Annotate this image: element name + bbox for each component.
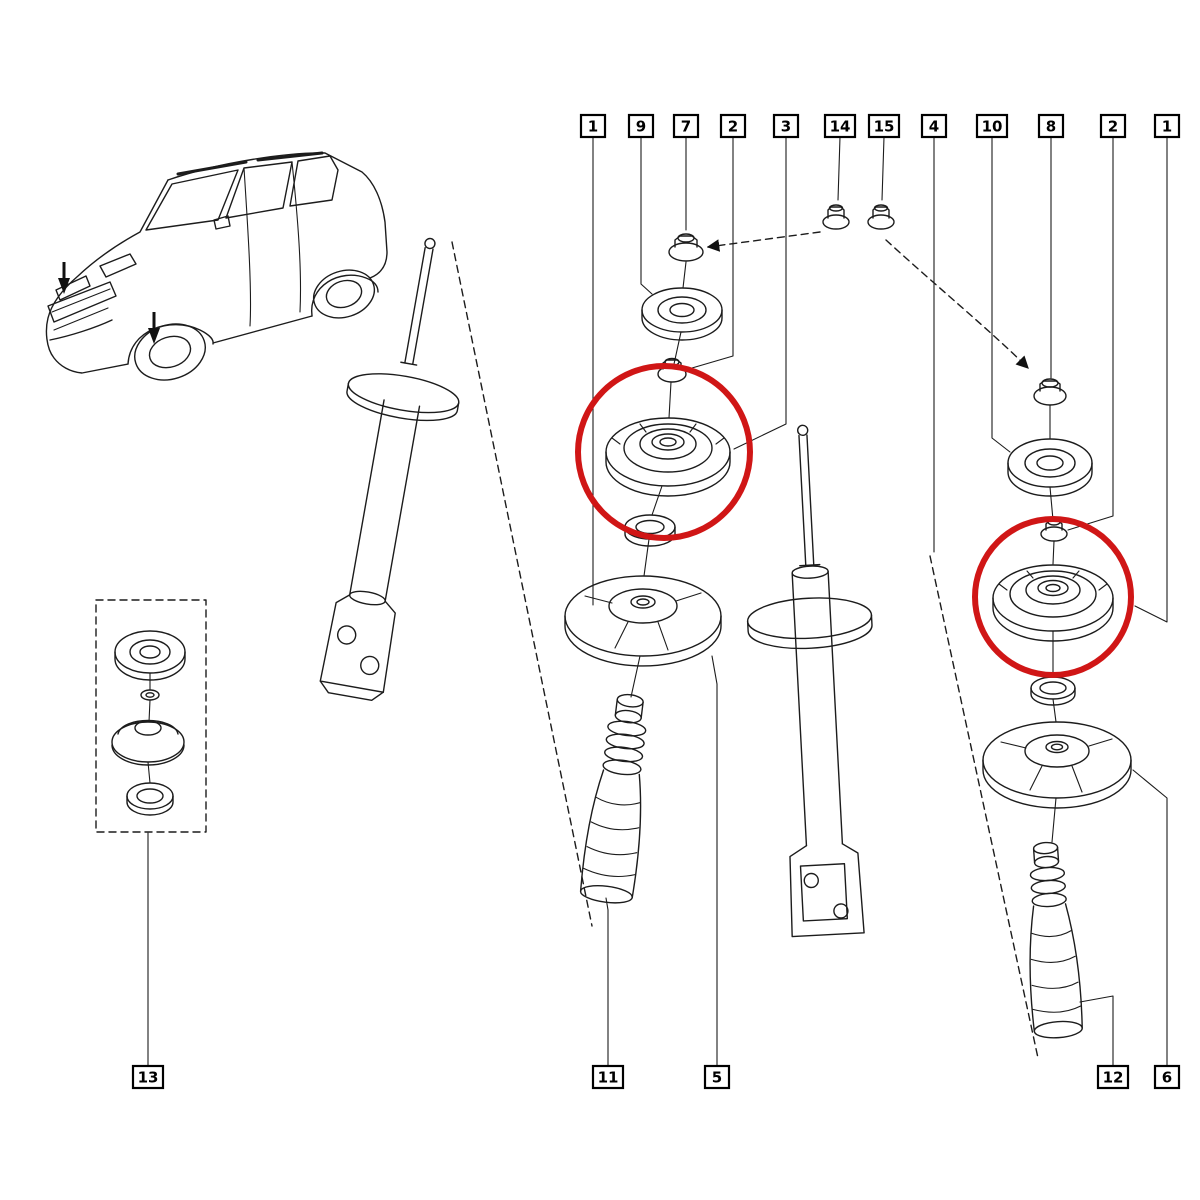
headlight-left	[55, 275, 91, 301]
svg-text:6: 6	[1162, 1069, 1172, 1087]
callout-12: 12	[1096, 1064, 1130, 1090]
strut-mount-left	[605, 417, 731, 497]
svg-text:5: 5	[712, 1069, 722, 1087]
car-illustration	[45, 151, 388, 381]
strut-nut-top-left	[668, 233, 704, 262]
svg-text:7: 7	[681, 118, 691, 136]
bearing-kit-box	[95, 599, 207, 833]
spring-seat-right	[982, 721, 1132, 809]
svg-text:8: 8	[1046, 118, 1056, 136]
bump-stop-boot-left	[579, 693, 647, 904]
callout-4: 4	[920, 113, 948, 139]
strut-nut-top-right	[1033, 378, 1067, 406]
svg-text:11: 11	[598, 1069, 619, 1087]
roof-rail-front	[176, 160, 248, 176]
callout-9: 9	[627, 113, 655, 139]
leader-lines	[147, 136, 1168, 1067]
callout-8: 8	[1037, 113, 1065, 139]
grille	[47, 281, 117, 341]
highlight-circle-left	[575, 363, 753, 541]
dashed-arrow-to-nut-7	[706, 231, 821, 252]
callout-13: 13	[131, 1064, 165, 1090]
callout-layer: 1 9 7 2 3 14 15 4 10 8 2 1 13 11 5 12 6	[131, 113, 1181, 1090]
dashed-arrow-to-nut-8	[885, 239, 1029, 369]
side-mirror	[213, 215, 231, 230]
callout-3: 3	[772, 113, 800, 139]
svg-text:1: 1	[1162, 118, 1172, 136]
nut-14	[822, 204, 850, 230]
kit-mount	[111, 719, 185, 766]
strut-location-arrow-right	[148, 312, 160, 344]
callout-6: 6	[1153, 1064, 1181, 1090]
svg-text:4: 4	[929, 118, 939, 136]
callout-10: 10	[975, 113, 1009, 139]
bearing-washer-left	[641, 287, 723, 341]
svg-text:2: 2	[728, 118, 738, 136]
callout-1: 1	[1153, 113, 1181, 139]
svg-text:9: 9	[636, 118, 646, 136]
callout-15: 15	[867, 113, 901, 139]
spring-seat-left	[564, 575, 722, 667]
svg-text:1: 1	[588, 118, 598, 136]
strut-location-arrow-left	[58, 262, 70, 294]
roof-rail-rear	[256, 151, 324, 162]
callout-7: 7	[672, 113, 700, 139]
windshield	[145, 169, 239, 231]
svg-text:13: 13	[138, 1069, 159, 1087]
svg-text:12: 12	[1103, 1069, 1124, 1087]
callout-11: 11	[591, 1064, 625, 1090]
callout-2: 2	[719, 113, 747, 139]
kit-ring-large	[126, 782, 174, 816]
callout-1: 1	[579, 113, 607, 139]
bump-stop-boot-right	[1029, 841, 1083, 1039]
callout-2: 2	[1099, 113, 1127, 139]
front-wheel	[134, 323, 206, 381]
svg-text:10: 10	[982, 118, 1003, 136]
svg-text:15: 15	[874, 118, 895, 136]
svg-text:3: 3	[781, 118, 791, 136]
dashed-guides	[451, 231, 1039, 1059]
svg-text:2: 2	[1108, 118, 1118, 136]
headlight	[99, 253, 137, 278]
strut-mount-right	[992, 564, 1114, 642]
callout-14: 14	[823, 113, 857, 139]
highlight-circle-right	[972, 516, 1134, 678]
front-strut-left	[319, 237, 460, 702]
kit-ring-small	[140, 689, 160, 701]
rear-wheel	[312, 269, 376, 319]
svg-text:14: 14	[830, 118, 851, 136]
callout-5: 5	[703, 1064, 731, 1090]
front-strut-right	[746, 424, 873, 938]
nut-15	[867, 204, 895, 230]
